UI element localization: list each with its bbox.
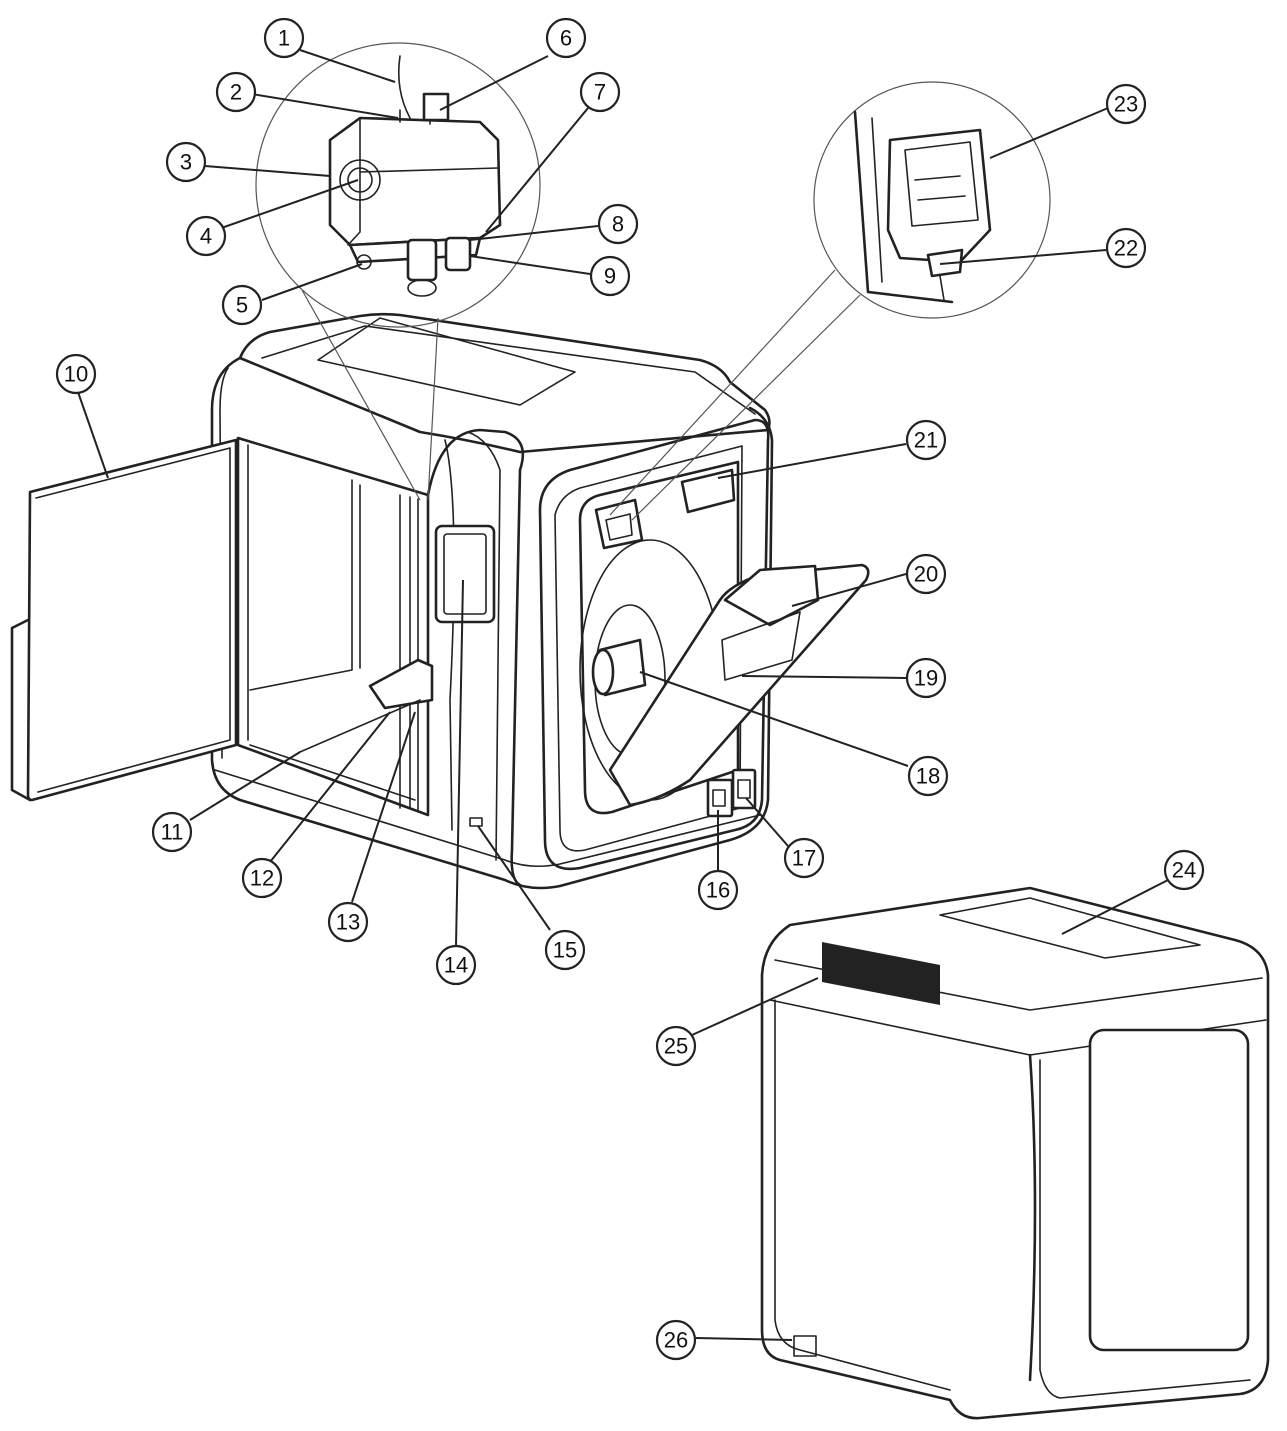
callout-label-1: 1 (278, 26, 290, 51)
callout-9: 9 (589, 255, 631, 297)
callouts: 1 2 3 4 5 6 7 8 9 10 11 12 13 14 15 16 1… (55, 17, 1205, 1361)
callout-label-9: 9 (604, 264, 616, 289)
callout-6: 6 (545, 17, 587, 59)
callout-8: 8 (597, 203, 639, 245)
callout-17: 17 (783, 837, 825, 879)
callout-21: 21 (905, 419, 947, 461)
callout-label-22: 22 (1114, 236, 1138, 261)
callout-label-15: 15 (553, 938, 577, 963)
callout-label-8: 8 (612, 212, 624, 237)
callout-label-6: 6 (560, 26, 572, 51)
callout-16: 16 (697, 869, 739, 911)
callout-label-3: 3 (180, 150, 192, 175)
callout-5: 5 (221, 284, 263, 326)
callout-26: 26 (655, 1319, 697, 1361)
callout-label-18: 18 (916, 764, 940, 789)
callout-label-10: 10 (64, 362, 88, 387)
callout-14: 14 (435, 944, 477, 986)
callout-label-20: 20 (914, 562, 938, 587)
callout-22: 22 (1105, 227, 1147, 269)
callout-12: 12 (241, 857, 283, 899)
callout-label-5: 5 (236, 293, 248, 318)
callout-label-21: 21 (914, 428, 938, 453)
callout-11: 11 (151, 811, 193, 853)
callout-10: 10 (55, 353, 97, 395)
callout-18: 18 (907, 755, 949, 797)
callout-label-17: 17 (792, 846, 816, 871)
callout-13: 13 (327, 901, 369, 943)
extruder-detail (255, 42, 541, 501)
callout-label-16: 16 (706, 878, 730, 903)
callout-2: 2 (215, 71, 257, 113)
printer-rear-view (760, 886, 1270, 1420)
callout-label-11: 11 (161, 820, 184, 845)
callout-label-26: 26 (664, 1328, 688, 1353)
callout-label-23: 23 (1114, 92, 1138, 117)
callout-label-4: 4 (200, 224, 212, 249)
callout-15: 15 (544, 929, 586, 971)
callout-3: 3 (165, 141, 207, 183)
callout-1: 1 (263, 17, 305, 59)
callout-24: 24 (1163, 849, 1205, 891)
callout-label-24: 24 (1172, 858, 1196, 883)
callout-label-19: 19 (914, 666, 938, 691)
callout-label-2: 2 (230, 80, 242, 105)
callout-4: 4 (185, 215, 227, 257)
callout-label-12: 12 (250, 866, 274, 891)
callout-25: 25 (655, 1025, 697, 1067)
callout-19: 19 (905, 657, 947, 699)
callout-label-25: 25 (664, 1034, 688, 1059)
printer-front-view (210, 312, 870, 890)
callout-20: 20 (905, 553, 947, 595)
callout-label-14: 14 (444, 953, 468, 978)
callout-7: 7 (579, 71, 621, 113)
leader-lines (77, 49, 1169, 1341)
callout-label-13: 13 (336, 910, 360, 935)
front-door (10, 438, 238, 802)
callout-23: 23 (1105, 83, 1147, 125)
side-extruder-detail (609, 81, 1051, 521)
callout-label-7: 7 (594, 80, 606, 105)
